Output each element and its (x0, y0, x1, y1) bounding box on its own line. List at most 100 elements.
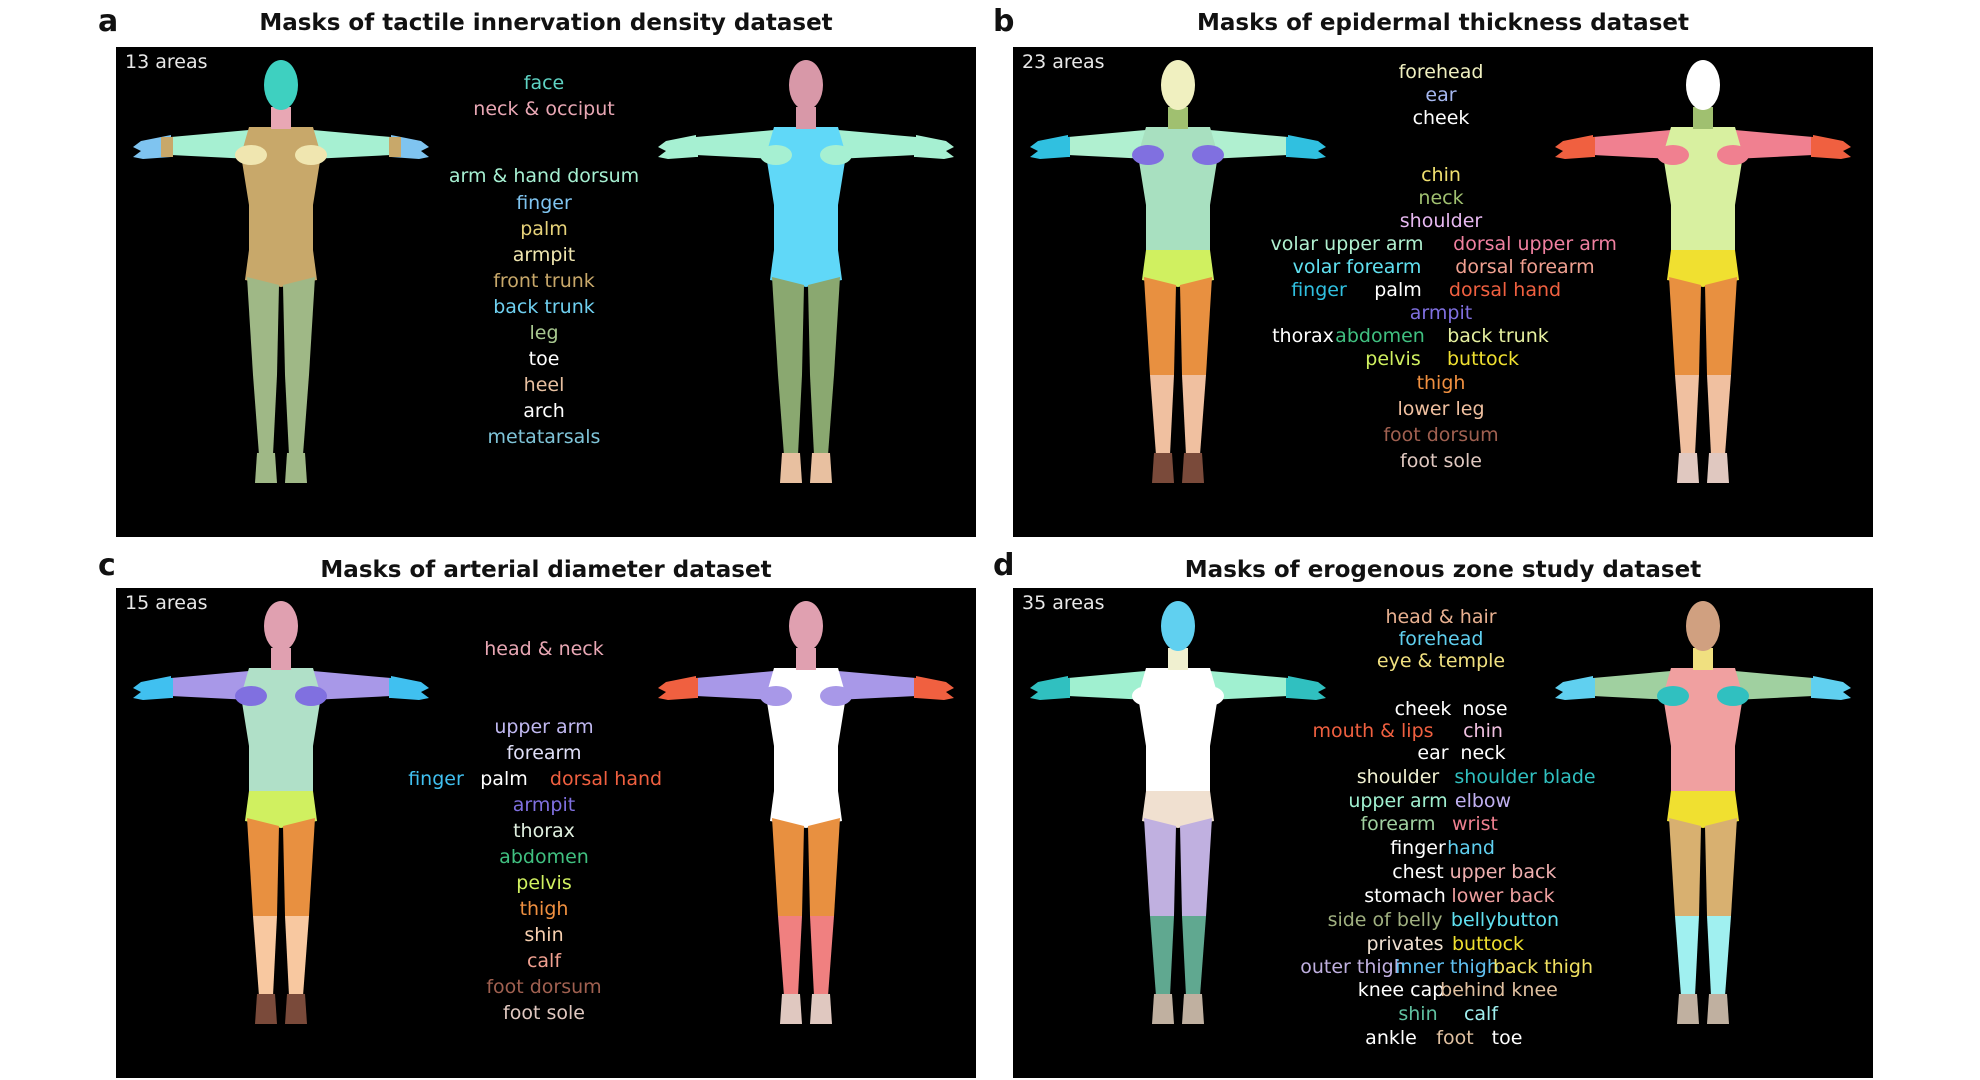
right-shin (1707, 375, 1731, 455)
region-label: forehead (1398, 61, 1484, 83)
left-armpit (1657, 686, 1689, 706)
region-label: thorax (1272, 325, 1334, 347)
left-shin (1150, 916, 1174, 996)
left-shin (1150, 375, 1174, 455)
right-foot (810, 453, 832, 483)
region-label: side of belly (1327, 909, 1443, 931)
region-label: foot sole (503, 1002, 585, 1024)
right-foot (1707, 453, 1729, 483)
region-label: upper arm (1348, 790, 1448, 812)
region-label: neck (1460, 742, 1506, 764)
head (264, 601, 298, 651)
right-shin (285, 375, 309, 455)
region-label: mouth & lips (1312, 720, 1434, 742)
right-foot (285, 453, 307, 483)
region-label: toe (1491, 1027, 1523, 1049)
pelvis (1667, 250, 1739, 287)
region-label: arm & hand dorsum (448, 165, 640, 187)
region-label: foot sole (1400, 450, 1482, 472)
right-thigh (283, 277, 315, 375)
head (1161, 60, 1195, 110)
left-shin (1675, 916, 1699, 996)
panel-title: Masks of arterial diameter dataset (320, 557, 772, 583)
left-foot (1152, 453, 1174, 483)
region-label: chest (1392, 861, 1444, 883)
region-label: elbow (1454, 790, 1512, 812)
region-label: behind knee (1440, 979, 1558, 1001)
region-label: arch (523, 400, 565, 422)
region-label: foot (1436, 1027, 1474, 1049)
right-arm (1208, 130, 1288, 159)
region-label: pelvis (516, 872, 572, 894)
right-armpit (295, 145, 327, 165)
neck (1168, 107, 1188, 129)
region-label: finger (1291, 279, 1347, 301)
right-foot (1182, 453, 1204, 483)
panel-letter: c (98, 548, 116, 583)
pelvis (1142, 791, 1214, 828)
body-back (1555, 601, 1851, 1024)
region-label: back trunk (1447, 325, 1549, 347)
body-back (658, 601, 954, 1024)
region-label: upper arm (494, 716, 594, 738)
region-label: stomach (1364, 885, 1446, 907)
right-shin (1707, 916, 1731, 996)
region-label: metatarsals (487, 426, 601, 448)
left-armpit (1132, 145, 1164, 165)
left-palm (686, 678, 698, 698)
region-label: ear (1425, 84, 1457, 106)
left-palm (1583, 137, 1595, 157)
left-shin (253, 916, 277, 996)
head (789, 60, 823, 110)
left-palm (161, 137, 173, 157)
right-thigh (1180, 277, 1212, 375)
right-thigh (1705, 818, 1737, 916)
region-label: privates (1366, 933, 1444, 955)
left-thigh (772, 818, 804, 916)
region-label: dorsal hand (549, 768, 663, 790)
region-label: armpit (512, 794, 576, 816)
right-shin (810, 916, 834, 996)
right-arm (1208, 671, 1288, 700)
left-foot (1677, 453, 1699, 483)
head (1161, 601, 1195, 651)
right-palm (914, 137, 926, 157)
left-foot (255, 453, 277, 483)
head (1686, 60, 1720, 110)
left-thigh (1669, 818, 1701, 916)
region-label: head & neck (484, 638, 604, 660)
region-label: palm (520, 218, 568, 240)
region-label: volar forearm (1292, 256, 1422, 278)
body-back (1555, 60, 1851, 483)
region-label: leg (529, 322, 559, 344)
right-palm (1811, 678, 1823, 698)
region-label: toe (528, 348, 560, 370)
left-shin (1675, 375, 1699, 455)
pelvis (770, 791, 842, 828)
right-shin (1182, 916, 1206, 996)
region-label: outer thigh (1300, 956, 1406, 978)
left-armpit (1657, 145, 1689, 165)
left-foot (255, 994, 277, 1024)
left-thigh (247, 818, 279, 916)
region-label: dorsal upper arm (1453, 233, 1617, 255)
right-shin (810, 375, 834, 455)
neck (271, 107, 291, 129)
region-label: foot dorsum (486, 976, 602, 998)
areas-count: 15 areas (125, 592, 208, 614)
right-armpit (1717, 145, 1749, 165)
region-label: lower back (1451, 885, 1555, 907)
region-label: forehead (1398, 628, 1484, 650)
left-thigh (1669, 277, 1701, 375)
region-label: shoulder blade (1454, 766, 1596, 788)
region-label: pelvis (1365, 348, 1421, 370)
neck (1693, 107, 1713, 129)
left-armpit (235, 686, 267, 706)
right-palm (1286, 137, 1298, 157)
region-label: volar upper arm (1270, 233, 1424, 255)
region-label: eye & temple (1376, 650, 1506, 672)
areas-count: 13 areas (125, 51, 208, 73)
neck (1693, 648, 1713, 670)
